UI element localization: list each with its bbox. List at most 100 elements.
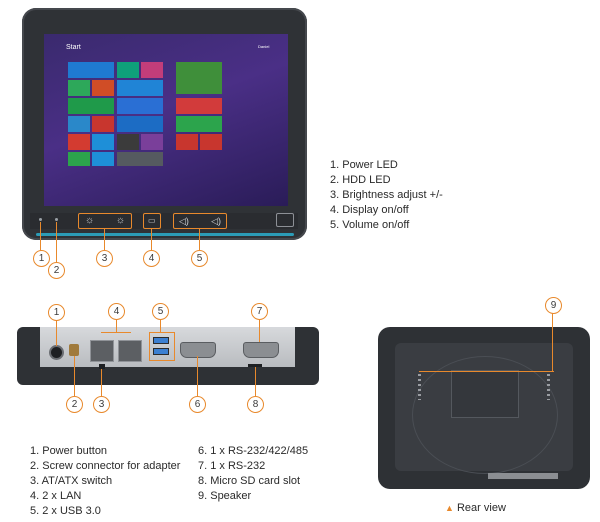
io-feature-item: 2. Screw connector for adapter — [30, 460, 181, 472]
user-label: Daniel — [258, 44, 270, 49]
micro-sd-slot — [248, 364, 262, 367]
tile-calendar — [92, 134, 114, 150]
rear-leader-v — [552, 312, 553, 372]
tile-people — [92, 80, 114, 96]
tile-desktop — [176, 62, 222, 94]
tile-finance — [68, 98, 114, 114]
front-feature-item: 4. Display on/off — [330, 204, 409, 216]
led-light-bar — [36, 233, 294, 236]
callout-front-4: 4 — [143, 250, 160, 267]
tile-small-1 — [68, 152, 90, 166]
tile-video — [141, 134, 163, 150]
tile-photos — [117, 62, 139, 78]
io-leader-3 — [101, 369, 102, 396]
tile-games — [141, 62, 163, 78]
callout-io-1: 1 — [48, 304, 65, 321]
tile-small-2 — [92, 152, 114, 166]
io-leader-1 — [56, 319, 57, 346]
tile-food — [176, 116, 222, 132]
tile-travel — [176, 134, 198, 150]
io-leader-7 — [259, 318, 260, 342]
start-label: Start — [66, 44, 81, 51]
display-button[interactable]: ▭ — [143, 213, 161, 229]
rear-caption: ▲ Rear view — [445, 502, 506, 514]
screw-connector — [69, 344, 79, 356]
brightness-buttons[interactable]: ☼ ☼ — [78, 213, 132, 229]
tile-music — [117, 134, 139, 150]
rear-ports — [488, 473, 558, 479]
io-feature-item: 9. Speaker — [198, 490, 252, 502]
tile-skype — [68, 134, 90, 150]
brightness-up-icon[interactable]: ☼ — [115, 215, 125, 226]
power-button[interactable] — [49, 345, 64, 360]
leader-1 — [40, 222, 41, 251]
usb-port-1 — [153, 337, 169, 344]
triangle-icon: ▲ — [445, 503, 454, 513]
callout-io-8: 8 — [247, 396, 264, 413]
tile-mail — [68, 62, 114, 78]
tile-ie — [117, 98, 163, 114]
usb-box — [149, 332, 175, 361]
callout-front-1: 1 — [33, 250, 50, 267]
io-feature-list-right: 6. 1 x RS-232/422/485 7. 1 x RS-232 8. M… — [198, 444, 308, 504]
io-feature-list-left: 1. Power button 2. Screw connector for a… — [30, 444, 180, 519]
callout-io-6: 6 — [189, 396, 206, 413]
leader-3 — [104, 228, 105, 250]
io-leader-8 — [255, 367, 256, 396]
leader-2 — [56, 222, 57, 263]
tile-news — [68, 116, 90, 132]
tile-office — [92, 116, 114, 132]
rear-caption-text: Rear view — [456, 502, 506, 514]
lan-port-1 — [90, 340, 114, 362]
front-feature-item: 2. HDD LED — [330, 174, 391, 186]
usb-port-2 — [153, 348, 169, 355]
callout-rear-9: 9 — [545, 297, 562, 314]
volume-up-icon[interactable]: ◁) — [211, 216, 221, 226]
callout-front-2: 2 — [48, 262, 65, 279]
power-led — [39, 218, 42, 221]
callout-io-3: 3 — [93, 396, 110, 413]
rear-circle — [412, 356, 558, 474]
callout-front-5: 5 — [191, 250, 208, 267]
lan-port-2 — [118, 340, 142, 362]
leader-5 — [199, 228, 200, 250]
leader-4 — [151, 228, 152, 250]
volume-buttons[interactable]: ◁) ◁) — [173, 213, 227, 229]
volume-down-icon[interactable]: ◁) — [179, 216, 189, 226]
speaker-left — [418, 374, 421, 400]
io-leader-6 — [197, 356, 198, 396]
io-leader-4h — [101, 332, 131, 333]
io-leader-4 — [116, 318, 117, 332]
io-feature-item: 5. 2 x USB 3.0 — [30, 505, 101, 517]
rs232-port — [243, 342, 279, 358]
io-feature-item: 3. AT/ATX switch — [30, 475, 113, 487]
io-feature-item: 7. 1 x RS-232 — [198, 460, 266, 472]
front-feature-item: 5. Volume on/off — [330, 219, 410, 231]
callout-io-4: 4 — [108, 303, 125, 320]
hdd-led — [55, 218, 58, 221]
tile-weather — [117, 80, 163, 96]
io-feature-item: 8. Micro SD card slot — [198, 475, 301, 487]
io-leader-5 — [160, 318, 161, 332]
tile-health — [176, 98, 222, 114]
front-feature-item: 1. Power LED — [330, 159, 398, 171]
at-atx-switch[interactable] — [99, 364, 105, 369]
tile-store — [68, 80, 90, 96]
front-control-strip — [30, 213, 298, 229]
io-feature-item: 1. Power button — [30, 445, 108, 457]
rear-leader-h — [419, 371, 554, 372]
callout-front-3: 3 — [96, 250, 113, 267]
io-feature-item: 4. 2 x LAN — [30, 490, 82, 502]
callout-io-7: 7 — [251, 303, 268, 320]
brand-logo-icon — [276, 213, 294, 227]
front-feature-item: 3. Brightness adjust +/- — [330, 189, 443, 201]
display-icon: ▭ — [148, 216, 156, 225]
brightness-down-icon[interactable]: ☼ — [85, 215, 95, 226]
callout-io-5: 5 — [152, 303, 169, 320]
tile-trophy — [117, 116, 163, 132]
rs232-485-port — [180, 342, 216, 358]
tile-reading — [200, 134, 222, 150]
speaker-right — [547, 374, 550, 400]
callout-io-2: 2 — [66, 396, 83, 413]
io-feature-item: 6. 1 x RS-232/422/485 — [198, 445, 309, 457]
